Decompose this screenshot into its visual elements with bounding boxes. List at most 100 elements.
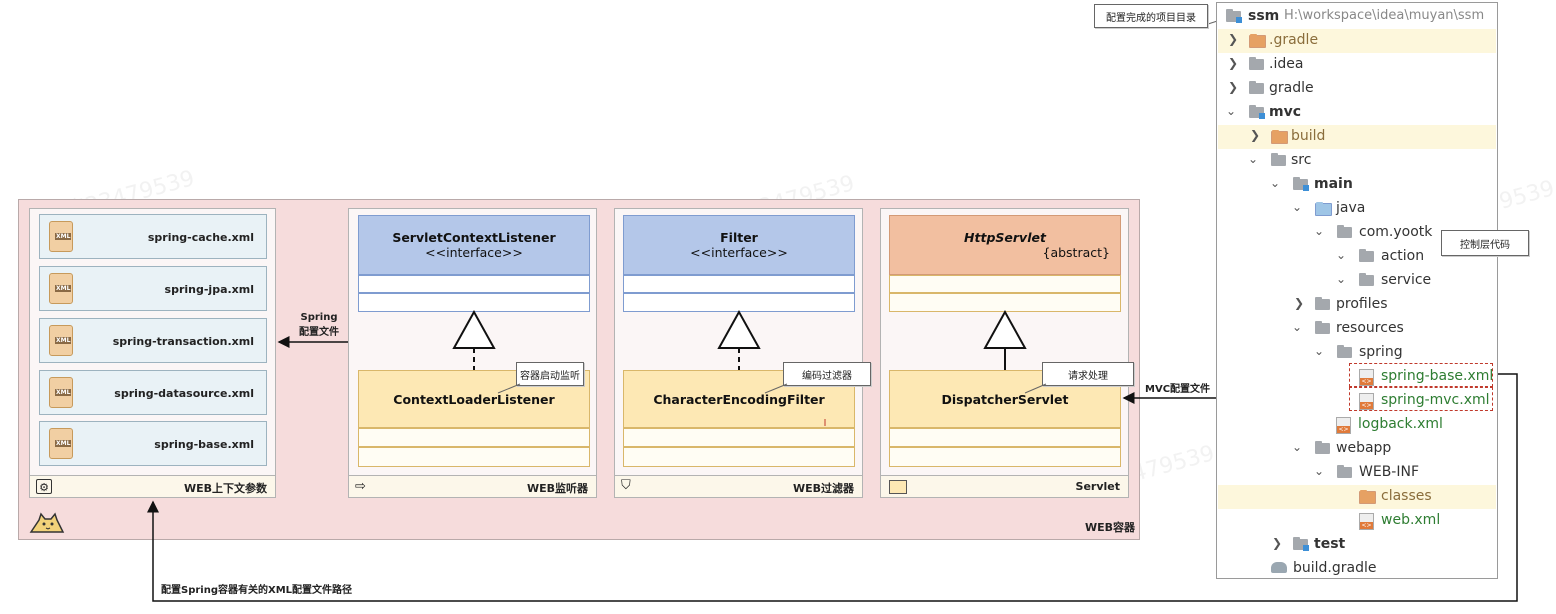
chevron-down-icon[interactable]: ⌄ xyxy=(1270,176,1281,190)
tree-item-label: main xyxy=(1314,176,1353,192)
action-callout: 控制层代码 xyxy=(1441,230,1529,256)
tree-item-spring-mvc-xml[interactable]: spring-mvc.xml xyxy=(1218,389,1496,413)
chevron-down-icon[interactable]: ⌄ xyxy=(1314,464,1325,478)
tree-item-spring[interactable]: ⌄ spring xyxy=(1218,341,1496,365)
tree-item-spring-base-xml[interactable]: spring-base.xml xyxy=(1218,365,1496,389)
filter-label: WEB过滤器 xyxy=(792,482,854,495)
package-icon xyxy=(1359,249,1374,262)
folder-icon xyxy=(1271,130,1288,144)
module-folder-icon xyxy=(1249,105,1265,119)
spring-config-label: Spring 配置文件 xyxy=(299,312,339,338)
tree-item-java[interactable]: ⌄ java xyxy=(1218,197,1496,221)
uml-attr-row xyxy=(358,428,590,447)
chevron-down-icon[interactable]: ⌄ xyxy=(1248,152,1259,166)
tree-item-test[interactable]: ❯ test xyxy=(1218,533,1496,557)
tree-item-web-inf[interactable]: ⌄ WEB-INF xyxy=(1218,461,1496,485)
tree-item-resources[interactable]: ⌄ resources xyxy=(1218,317,1496,341)
xml-file-icon xyxy=(1359,513,1374,530)
tree-item-classes[interactable]: classes xyxy=(1218,485,1496,509)
tree-root[interactable]: ssm H:\workspace\idea\muyan\ssm xyxy=(1218,5,1496,29)
folder-icon xyxy=(1293,537,1309,551)
chevron-right-icon[interactable]: ❯ xyxy=(1294,296,1305,310)
chevron-right-icon[interactable]: ❯ xyxy=(1272,536,1283,550)
uml-attr-row xyxy=(623,428,855,447)
tree-item-label: .idea xyxy=(1269,56,1304,72)
tree-item-gradle[interactable]: ❯ gradle xyxy=(1218,77,1496,101)
folder-icon xyxy=(1249,57,1264,70)
chevron-down-icon[interactable]: ⌄ xyxy=(1292,440,1303,454)
uml-method-row xyxy=(889,293,1121,312)
uml-method-row xyxy=(623,447,855,467)
chevron-down-icon[interactable]: ⌄ xyxy=(1336,248,1347,262)
tree-item-build-gradle[interactable]: build.gradle xyxy=(1218,557,1496,581)
tree-item-label: WEB-INF xyxy=(1359,464,1419,480)
xml-file-name: spring-jpa.xml xyxy=(164,283,254,296)
folder-icon xyxy=(1337,465,1352,478)
listener-callout: 容器启动监听 xyxy=(516,362,584,386)
uml-attr-row xyxy=(889,428,1121,447)
tree-item-service[interactable]: ⌄ service xyxy=(1218,269,1496,293)
tree-item-label: resources xyxy=(1336,320,1404,336)
tree-item-label: action xyxy=(1381,248,1425,264)
source-folder-icon xyxy=(1315,202,1332,216)
xml-file-icon xyxy=(1359,393,1374,410)
xml-file-icon: XML xyxy=(49,221,73,252)
tree-item-gradle-dir[interactable]: ❯ .gradle xyxy=(1218,29,1496,53)
uml-attr-row xyxy=(623,275,855,293)
tree-item-label: spring-mvc.xml xyxy=(1381,392,1490,408)
xml-file-card: XML spring-transaction.xml xyxy=(39,318,267,363)
tree-item-label: java xyxy=(1336,200,1366,216)
chevron-down-icon[interactable]: ⌄ xyxy=(1226,104,1237,118)
web-container-label: WEB容器 xyxy=(1084,521,1135,534)
servlet-context-listener-interface: ServletContextListener <<interface>> xyxy=(358,215,590,275)
tree-item-label: gradle xyxy=(1269,80,1314,96)
context-params-footer: ⚙ WEB上下文参数 xyxy=(30,475,275,497)
chevron-right-icon[interactable]: ❯ xyxy=(1228,56,1239,70)
resources-folder-icon xyxy=(1315,321,1330,334)
project-tree-callout: 配置完成的项目目录 xyxy=(1094,4,1208,28)
tree-item-web-xml[interactable]: web.xml xyxy=(1218,509,1496,533)
xml-file-name: spring-datasource.xml xyxy=(114,387,254,400)
chevron-down-icon[interactable]: ⌄ xyxy=(1292,320,1303,334)
tree-item-webapp[interactable]: ⌄ webapp xyxy=(1218,437,1496,461)
tree-item-label: service xyxy=(1381,272,1432,288)
tree-item-label: test xyxy=(1314,536,1346,552)
chevron-down-icon[interactable]: ⌄ xyxy=(1314,224,1325,238)
xml-file-name: spring-cache.xml xyxy=(147,231,254,244)
xml-file-card: XML spring-datasource.xml xyxy=(39,370,267,415)
source-folder-icon xyxy=(1293,177,1309,191)
package-icon xyxy=(1337,225,1352,238)
xml-file-icon: XML xyxy=(49,428,73,459)
tree-item-main[interactable]: ⌄ main xyxy=(1218,173,1496,197)
chevron-down-icon[interactable]: ⌄ xyxy=(1336,272,1347,286)
chevron-down-icon[interactable]: ⌄ xyxy=(1314,344,1325,358)
xml-file-icon xyxy=(1336,417,1351,434)
gradle-elephant-icon xyxy=(1271,562,1287,573)
tree-item-idea[interactable]: ❯ .idea xyxy=(1218,53,1496,77)
filter-interface: Filter <<interface>> xyxy=(623,215,855,275)
tree-item-label: com.yootk xyxy=(1359,224,1433,240)
tree-item-profiles[interactable]: ❯ profiles xyxy=(1218,293,1496,317)
chevron-right-icon[interactable]: ❯ xyxy=(1250,128,1261,142)
tree-item-src[interactable]: ⌄ src xyxy=(1218,149,1496,173)
config-path-label: 配置Spring容器有关的XML配置文件路径 xyxy=(161,585,353,596)
tree-item-label: build xyxy=(1291,128,1326,144)
chevron-right-icon[interactable]: ❯ xyxy=(1228,32,1239,46)
highlight-spring-mvc xyxy=(1349,387,1493,411)
chevron-down-icon[interactable]: ⌄ xyxy=(1292,200,1303,214)
tree-item-label: spring xyxy=(1359,344,1403,360)
tree-item-action[interactable]: ⌄ action xyxy=(1218,245,1496,269)
tree-item-com-yootk[interactable]: ⌄ com.yootk xyxy=(1218,221,1496,245)
gear-icon: ⚙ xyxy=(36,479,52,494)
folder-icon xyxy=(1337,345,1352,358)
uml-method-row xyxy=(358,293,590,312)
tree-item-label: spring-base.xml xyxy=(1381,368,1494,384)
chevron-right-icon[interactable]: ❯ xyxy=(1228,80,1239,94)
tree-item-mvc[interactable]: ⌄ mvc xyxy=(1218,101,1496,125)
xml-file-icon: XML xyxy=(49,273,73,304)
tree-item-build[interactable]: ❯ build xyxy=(1218,125,1496,149)
tree-item-logback-xml[interactable]: logback.xml xyxy=(1218,413,1496,437)
folder-icon xyxy=(1315,441,1330,454)
xml-file-card: XML spring-base.xml xyxy=(39,421,267,466)
uml-method-row xyxy=(358,447,590,467)
